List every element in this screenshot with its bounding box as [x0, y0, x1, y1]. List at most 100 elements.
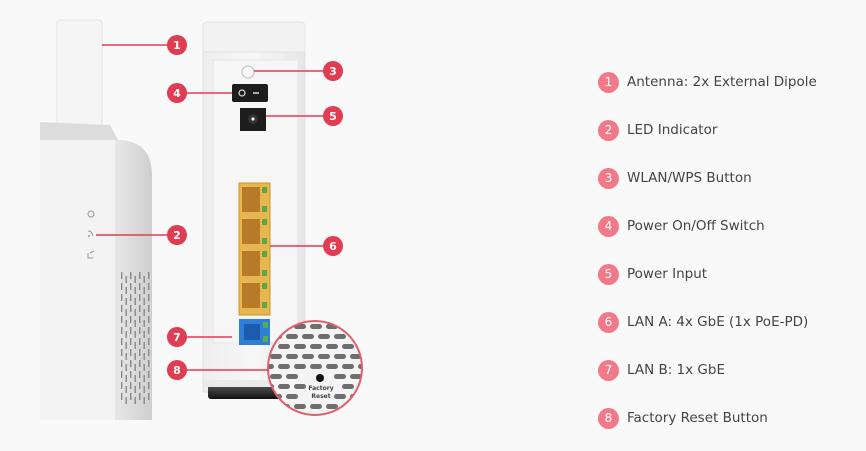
vent-slot: [342, 384, 354, 389]
vent-slot: [121, 338, 123, 345]
lan-a-ports: [238, 182, 271, 316]
vent-slot: [130, 294, 132, 301]
vent-slot: [350, 414, 362, 415]
vent-slot: [143, 298, 145, 305]
vent-slot: [130, 360, 132, 367]
vent-slot: [121, 305, 123, 312]
vent-slot: [270, 354, 282, 359]
vent-slot: [294, 384, 306, 389]
callout-badge: [167, 225, 187, 245]
vent-slot: [148, 327, 150, 334]
vent-slot: [130, 283, 132, 290]
port-led: [262, 219, 267, 225]
factory-reset-magnifier: Factory Reset: [267, 320, 378, 419]
legend-label: Power Input: [627, 266, 708, 282]
callout-lan-a-ports: 6: [270, 236, 343, 256]
callout-badge: [167, 83, 187, 103]
vent-slot: [286, 374, 298, 379]
vent-slot: [121, 316, 123, 323]
vent-slot: [302, 354, 314, 359]
vent-slot: [143, 353, 145, 360]
power-switch: [232, 84, 268, 102]
router-side-view: [40, 19, 152, 420]
side-vents: [121, 272, 150, 404]
legend-number-badge: 5: [598, 263, 619, 285]
vent-slot: [125, 364, 127, 371]
vent-slot: [143, 309, 145, 316]
lan-a-port: [242, 219, 260, 244]
legend-label: LAN A: 4x GbE (1x PoE-PD): [627, 314, 809, 330]
vent-slot: [130, 371, 132, 378]
vent-slot: [130, 305, 132, 312]
vent-slot: [125, 386, 127, 393]
callout-number: 4: [173, 87, 181, 100]
legend-label: Factory Reset Button: [627, 410, 768, 426]
callout-power-switch: 4: [167, 83, 232, 103]
legend-number-badge: 2: [598, 119, 619, 141]
vent-slot: [334, 354, 346, 359]
vent-slot: [148, 294, 150, 301]
vent-slot: [125, 287, 127, 294]
vent-slot: [358, 404, 362, 409]
vent-slot: [139, 327, 141, 334]
router-rear-view: [202, 21, 306, 399]
vent-slot: [125, 309, 127, 316]
vent-slot: [148, 360, 150, 367]
legend-label: WLAN/WPS Button: [627, 170, 752, 186]
callout-badge: [167, 35, 187, 55]
vent-slot: [143, 320, 145, 327]
callout-badge: [167, 327, 187, 347]
callout-antenna: 1: [102, 35, 187, 55]
reset-label: Reset: [311, 393, 330, 400]
vent-slot: [350, 354, 362, 359]
vent-slot: [143, 276, 145, 283]
vent-slot: [342, 324, 354, 329]
wps-button: [241, 65, 255, 79]
vent-slot: [310, 344, 322, 349]
vent-slot: [148, 371, 150, 378]
vent-slot: [148, 316, 150, 323]
callout-factory-reset: 8: [167, 360, 269, 380]
vent-slot: [143, 397, 145, 404]
vent-slot: [318, 334, 330, 339]
vent-slot: [121, 294, 123, 301]
vent-slot: [130, 338, 132, 345]
vent-slot: [143, 386, 145, 393]
legend-number-badge: 8: [598, 407, 619, 429]
port-led: [262, 302, 267, 308]
vent-slot: [270, 414, 282, 415]
vent-slot: [310, 324, 322, 329]
vent-slot: [268, 364, 274, 369]
vent-slot: [294, 364, 306, 369]
vent-slot: [148, 272, 150, 279]
lan-a-port: [242, 283, 260, 308]
vent-slot: [326, 404, 338, 409]
callout-number: 5: [329, 110, 337, 123]
vent-slot: [121, 382, 123, 389]
vent-slot: [148, 283, 150, 290]
legend-label: Power On/Off Switch: [627, 218, 765, 234]
vent-slot: [134, 298, 136, 305]
lan-b-port: [239, 319, 270, 345]
vent-slot: [134, 287, 136, 294]
vent-slot: [125, 276, 127, 283]
vent-slot: [139, 349, 141, 356]
vent-slot: [358, 324, 362, 329]
vent-slot: [139, 305, 141, 312]
vent-slot: [143, 375, 145, 382]
vent-slot: [125, 353, 127, 360]
callout-number: 6: [329, 240, 337, 253]
vent-slot: [366, 414, 378, 419]
callout-number: 8: [173, 364, 181, 377]
vent-slot: [139, 316, 141, 323]
vent-slot: [134, 386, 136, 393]
antenna-base: [40, 122, 118, 140]
vent-slot: [130, 349, 132, 356]
vent-slot: [148, 338, 150, 345]
